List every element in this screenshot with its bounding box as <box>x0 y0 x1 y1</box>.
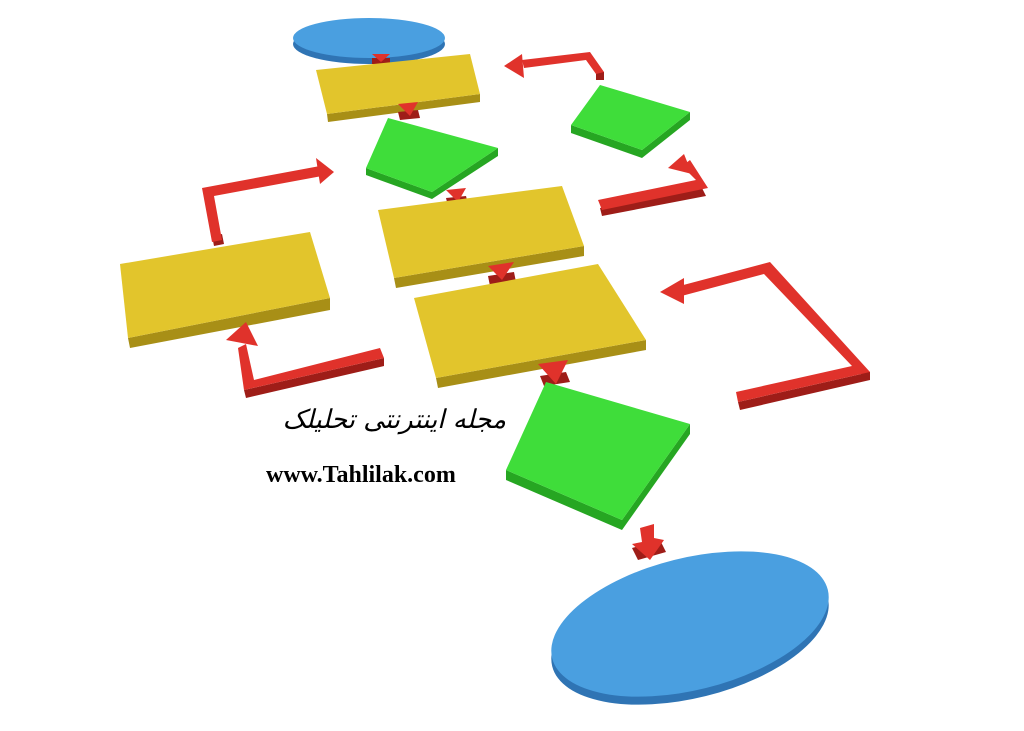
process-1 <box>316 54 480 122</box>
decision-right <box>571 85 690 158</box>
decision-2 <box>506 382 690 530</box>
loop-arrow-right-large <box>660 262 870 410</box>
process-3 <box>414 264 646 388</box>
process-left <box>120 232 330 348</box>
magazine-title: مجله اینترنتی تحلیلک <box>282 405 506 435</box>
website-url[interactable]: www.Tahlilak.com <box>266 462 456 488</box>
loop-arrow-left-top <box>202 158 334 246</box>
arrow-decision-2-to-end <box>632 524 666 560</box>
start-ellipse <box>293 18 445 64</box>
arrow-process-1-to-decision-1 <box>398 102 420 120</box>
arrow-process-3-to-decision-2 <box>538 360 570 386</box>
loop-arrow-right-middle <box>598 154 708 216</box>
decision-1 <box>366 118 498 199</box>
end-ellipse <box>551 551 829 705</box>
loop-arrow-top-right <box>504 52 604 80</box>
arrow-start-to-process-1 <box>372 54 390 64</box>
loop-arrow-left-bottom <box>226 322 384 398</box>
